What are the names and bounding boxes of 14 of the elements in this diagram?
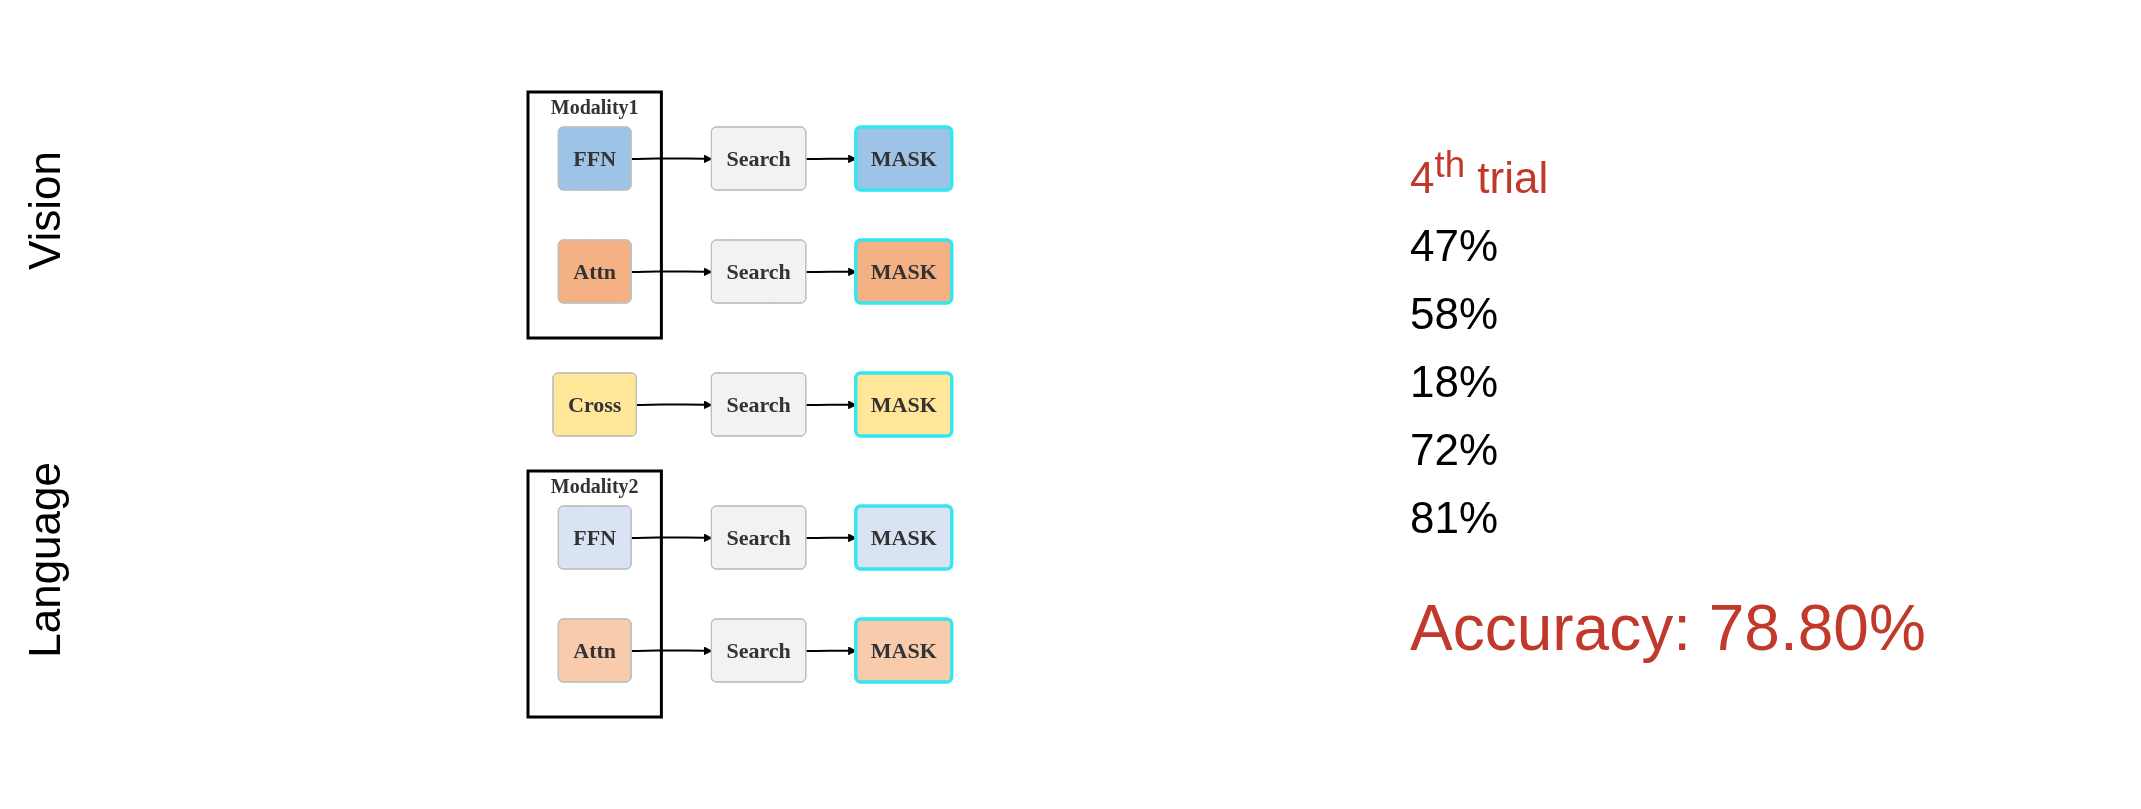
arrow — [630, 267, 713, 277]
arrow — [630, 154, 713, 164]
arrow — [636, 400, 713, 410]
percentage-value: 18% — [1410, 356, 1500, 407]
percentage-value: 47% — [1410, 220, 1500, 271]
vertical-label: Vision — [20, 150, 70, 270]
column-heading: 4$^{th}$ trial — [1410, 144, 1550, 203]
percentage-value: 81% — [1410, 492, 1500, 543]
arrow — [630, 646, 713, 656]
vertical-label: Language — [20, 462, 70, 659]
percentage-value: 72% — [1410, 424, 1500, 475]
percentage-value: 58% — [1410, 288, 1500, 339]
accuracy-text: Accuracy: 78.80% — [1410, 590, 1927, 665]
arrow — [630, 533, 713, 543]
